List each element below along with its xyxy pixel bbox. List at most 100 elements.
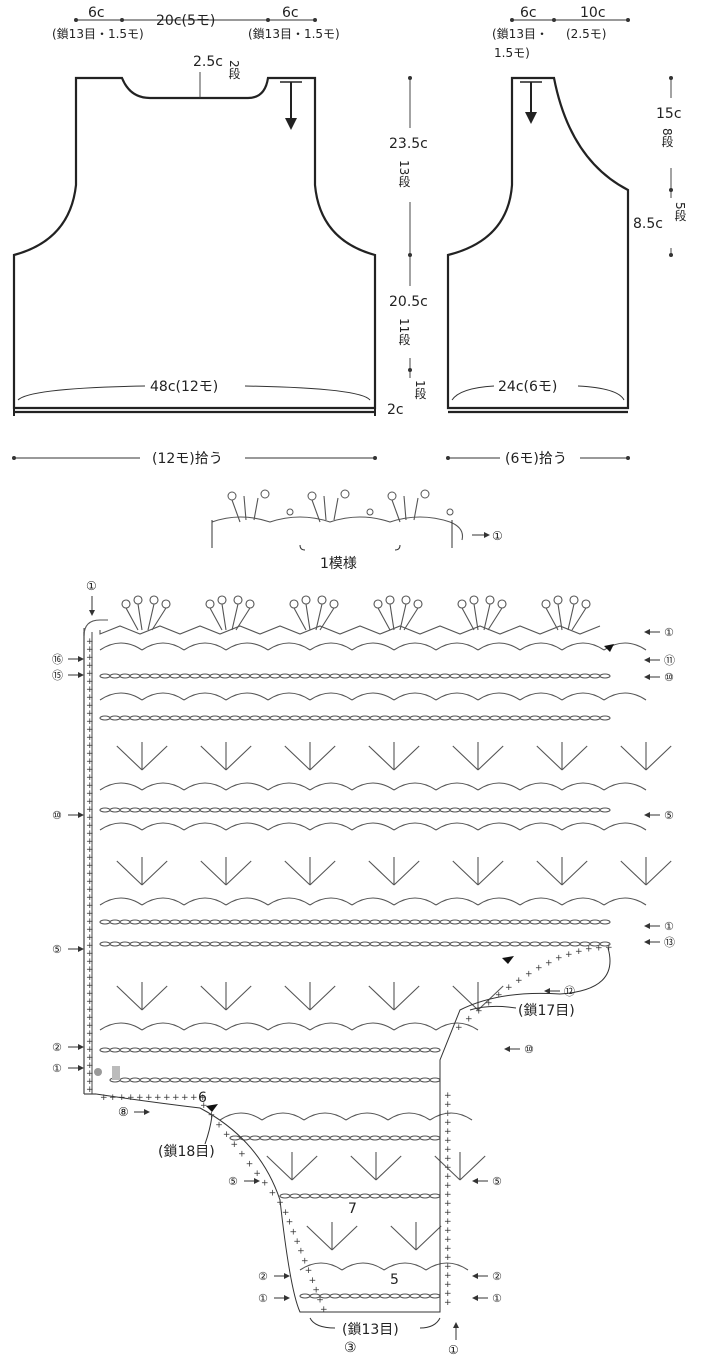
svg-text:+: + bbox=[316, 1295, 324, 1305]
svg-text:+: + bbox=[86, 989, 94, 999]
svg-text:+: + bbox=[86, 1045, 94, 1055]
svg-text:+: + bbox=[444, 1298, 452, 1308]
svg-text:+: + bbox=[127, 1093, 135, 1103]
mark-3: ③ bbox=[344, 1340, 357, 1356]
svg-text:+: + bbox=[261, 1179, 269, 1189]
svg-text:+: + bbox=[444, 1181, 452, 1191]
svg-text:+: + bbox=[86, 877, 94, 887]
chart-top-marker: ① bbox=[86, 579, 97, 593]
svg-text:+: + bbox=[444, 1118, 452, 1128]
back-pickup: (6モ)拾う bbox=[505, 451, 567, 467]
right-row-marker: ⑬ bbox=[664, 936, 675, 949]
svg-text:+: + bbox=[238, 1150, 246, 1160]
svg-text:+: + bbox=[444, 1100, 452, 1110]
left-row-marker: ① bbox=[52, 1062, 62, 1075]
front-width-right: 6c bbox=[282, 5, 299, 21]
svg-text:+: + bbox=[505, 983, 513, 993]
lower-left-marker: ① bbox=[258, 1292, 268, 1305]
svg-text:+: + bbox=[595, 943, 603, 953]
front-pickup: (12モ)拾う bbox=[152, 451, 223, 467]
svg-text:+: + bbox=[465, 1015, 473, 1025]
svg-text:+: + bbox=[86, 1077, 94, 1087]
svg-text:+: + bbox=[86, 973, 94, 983]
chain-17-label: (鎖17目) bbox=[518, 1003, 575, 1019]
back-height-mid: 8.5c bbox=[633, 216, 663, 232]
svg-text:+: + bbox=[444, 1244, 452, 1254]
motif-row-1: ① bbox=[492, 529, 503, 543]
stitch-chart: ++++++++++++++++++++++++++++++++++++++++… bbox=[52, 579, 675, 1357]
svg-text:+: + bbox=[444, 1253, 452, 1263]
svg-text:+: + bbox=[312, 1286, 320, 1296]
svg-text:+: + bbox=[100, 1093, 108, 1103]
svg-text:+: + bbox=[455, 1023, 463, 1033]
right-row-marker: ⑫ bbox=[564, 985, 575, 998]
svg-text:+: + bbox=[86, 1037, 94, 1047]
svg-text:+: + bbox=[86, 653, 94, 663]
svg-text:+: + bbox=[86, 957, 94, 967]
svg-text:+: + bbox=[444, 1271, 452, 1281]
svg-text:+: + bbox=[485, 998, 493, 1008]
right-row-marker: ⑪ bbox=[664, 654, 675, 667]
svg-text:+: + bbox=[293, 1237, 301, 1247]
front-height-lower: 20.5c bbox=[389, 294, 428, 310]
back-width-left: 6c bbox=[520, 5, 537, 21]
svg-text:+: + bbox=[444, 1208, 452, 1218]
lower-right-marker: ① bbox=[492, 1292, 502, 1305]
svg-text:+: + bbox=[525, 969, 533, 979]
svg-text:+: + bbox=[444, 1172, 452, 1182]
svg-text:+: + bbox=[444, 1136, 452, 1146]
svg-text:+: + bbox=[136, 1093, 144, 1103]
svg-text:+: + bbox=[199, 1093, 207, 1103]
svg-text:+: + bbox=[444, 1226, 452, 1236]
svg-text:+: + bbox=[86, 869, 94, 879]
back-width-left-sub: (鎖13目・ bbox=[492, 26, 548, 41]
svg-text:+: + bbox=[444, 1127, 452, 1137]
front-rows-lower: 11段 bbox=[397, 318, 411, 346]
svg-text:+: + bbox=[444, 1235, 452, 1245]
svg-text:+: + bbox=[86, 1021, 94, 1031]
svg-text:+: + bbox=[86, 717, 94, 727]
svg-text:+: + bbox=[86, 845, 94, 855]
svg-text:+: + bbox=[86, 749, 94, 759]
svg-text:+: + bbox=[444, 1289, 452, 1299]
svg-text:+: + bbox=[305, 1266, 313, 1276]
svg-text:+: + bbox=[86, 981, 94, 991]
back-rows-mid: 5段 bbox=[673, 202, 687, 222]
svg-text:+: + bbox=[565, 950, 573, 960]
svg-text:+: + bbox=[86, 701, 94, 711]
svg-text:+: + bbox=[208, 1111, 216, 1121]
svg-text:+: + bbox=[86, 917, 94, 927]
svg-text:+: + bbox=[86, 965, 94, 975]
svg-text:+: + bbox=[86, 933, 94, 943]
svg-text:+: + bbox=[230, 1140, 238, 1150]
back-height-upper: 15c bbox=[656, 106, 682, 122]
right-row-marker: ① bbox=[664, 920, 674, 933]
svg-text:+: + bbox=[301, 1256, 309, 1266]
svg-text:+: + bbox=[86, 1013, 94, 1023]
svg-text:+: + bbox=[109, 1093, 117, 1103]
svg-text:+: + bbox=[535, 964, 543, 974]
svg-text:+: + bbox=[86, 813, 94, 823]
svg-text:+: + bbox=[309, 1276, 317, 1286]
left-row-marker: ⑩ bbox=[52, 809, 62, 822]
svg-text:+: + bbox=[444, 1262, 452, 1272]
svg-text:+: + bbox=[86, 861, 94, 871]
svg-text:+: + bbox=[163, 1093, 171, 1103]
svg-text:+: + bbox=[86, 789, 94, 799]
svg-text:+: + bbox=[86, 741, 94, 751]
svg-text:+: + bbox=[269, 1188, 277, 1198]
svg-text:+: + bbox=[86, 901, 94, 911]
svg-text:+: + bbox=[215, 1120, 223, 1130]
back-body-width: 24c(6モ) bbox=[498, 379, 557, 395]
svg-text:+: + bbox=[86, 949, 94, 959]
svg-text:+: + bbox=[585, 945, 593, 955]
mark-5: 5 bbox=[390, 1272, 399, 1288]
motif-label: 1模様 bbox=[320, 556, 357, 572]
svg-text:+: + bbox=[320, 1305, 328, 1315]
svg-text:+: + bbox=[555, 954, 563, 964]
svg-text:+: + bbox=[246, 1159, 254, 1169]
svg-text:+: + bbox=[86, 805, 94, 815]
svg-text:+: + bbox=[444, 1280, 452, 1290]
svg-text:+: + bbox=[86, 709, 94, 719]
